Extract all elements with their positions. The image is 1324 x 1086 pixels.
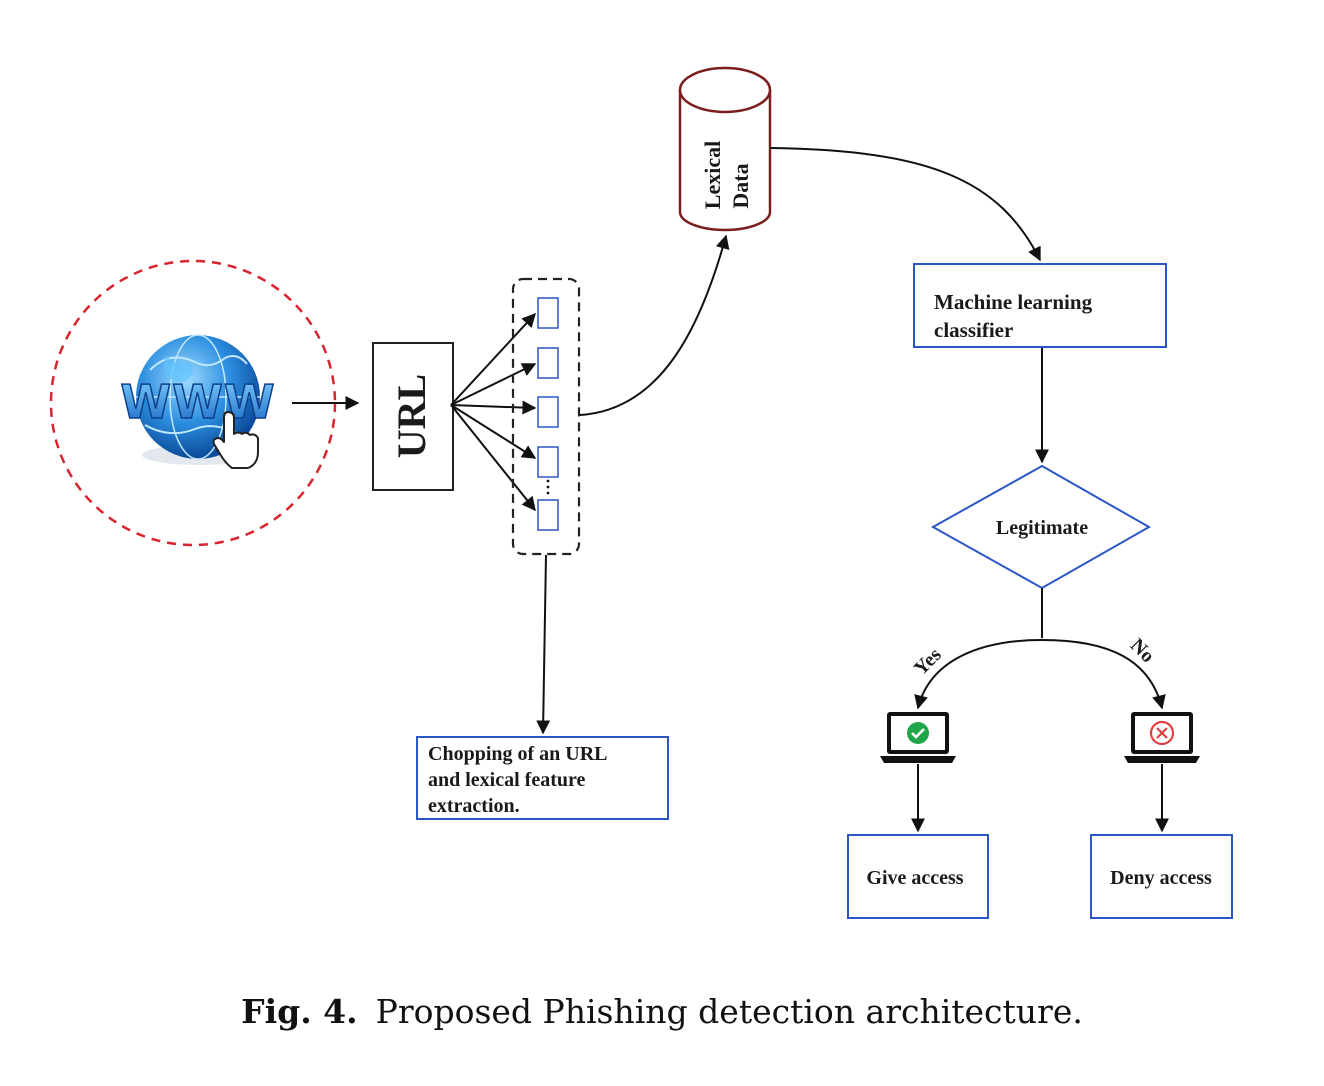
classifier-line-1: Machine learning	[934, 290, 1093, 314]
cursor-hand-icon	[212, 411, 259, 469]
arrow-tokens-to-chopping	[536, 554, 551, 735]
token-box	[537, 499, 559, 531]
www-label: WWW	[120, 375, 275, 429]
branch-yes-arrow	[914, 639, 1043, 710]
chopping-line-1: Chopping of an URL	[428, 743, 608, 765]
deny-access-label: Deny access	[1110, 867, 1212, 889]
classifier-line-2: classifier	[934, 318, 1013, 342]
database-label-line1: Lexical	[700, 141, 725, 209]
figure-caption: Fig. 4. Proposed Phishing detection archi…	[0, 992, 1324, 1031]
architecture-diagram: WWW URL Chopping of an URL and lexical f…	[49, 66, 1233, 919]
decision-label: Legitimate	[996, 517, 1088, 539]
chopping-line-2: and lexical feature	[428, 769, 586, 791]
arrow-database-to-classifier	[769, 147, 1041, 262]
branch-yes-label: Yes	[910, 644, 946, 680]
token-box	[537, 446, 559, 478]
database-label-line2: Data	[728, 163, 753, 208]
laptop-check-icon	[880, 712, 956, 763]
globe-www-icon: WWW	[120, 334, 275, 465]
token-box	[537, 297, 559, 329]
token-box	[537, 396, 559, 428]
token-boxes	[537, 297, 559, 531]
caption-label: Fig. 4.	[241, 992, 358, 1031]
ellipsis-dots	[546, 479, 550, 495]
chopping-box	[416, 736, 669, 820]
token-box	[537, 347, 559, 379]
caption-text: Proposed Phishing detection architecture…	[375, 992, 1083, 1031]
token-fan-arrows	[450, 312, 537, 512]
token-container	[511, 277, 581, 556]
branch-no-arrow	[1041, 639, 1166, 710]
arrow-tokens-to-database	[579, 234, 730, 416]
url-box	[372, 342, 454, 491]
url-label: URL	[389, 374, 434, 458]
chopping-line-3: extraction.	[428, 795, 520, 817]
laptop-cross-icon	[1124, 712, 1200, 763]
deny-access-box	[1090, 834, 1233, 919]
lexical-database: Lexical Data	[678, 66, 772, 232]
give-access-box	[847, 834, 989, 919]
give-access-label: Give access	[866, 867, 963, 889]
branch-no-label: No	[1126, 634, 1159, 667]
classifier-box	[913, 263, 1167, 348]
